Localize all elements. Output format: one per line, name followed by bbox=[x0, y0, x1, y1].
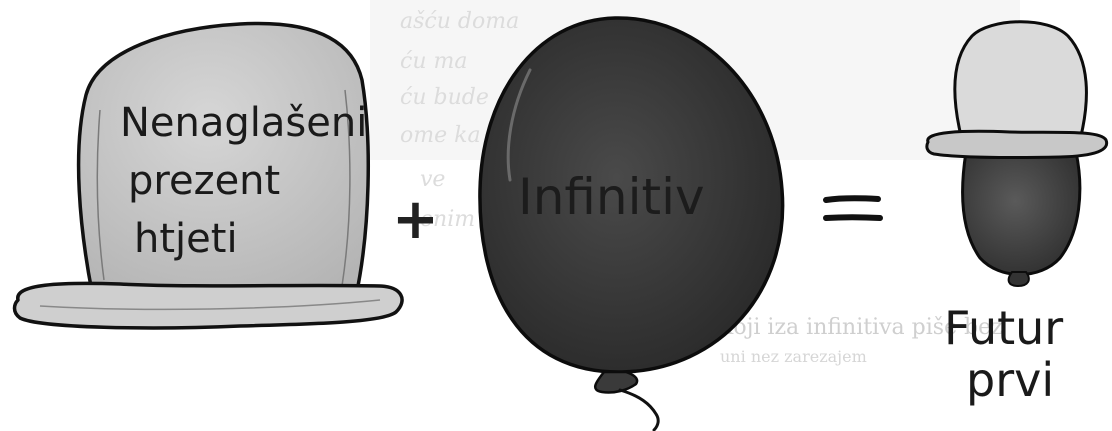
background-page-text: ašću doma ću ma ću bude ome ka ve enim k… bbox=[370, 0, 1020, 366]
background-line: enim bbox=[420, 207, 475, 232]
result-label-line-2: prvi bbox=[966, 353, 1054, 407]
hat-crown bbox=[76, 21, 370, 298]
top-hat-illustration: Nenaglašeni prezent htjeti bbox=[12, 21, 404, 330]
balloon-string bbox=[618, 388, 660, 431]
hat-brim bbox=[12, 281, 404, 330]
balloon-illustration: Infinitiv bbox=[478, 16, 785, 431]
background-line: koji iza infinitiva piše bez bbox=[720, 315, 1003, 340]
small-hat-crown bbox=[953, 20, 1088, 142]
hat-on-balloon-illustration: Futur prvi bbox=[925, 20, 1109, 407]
hat-text-line-1: Nenaglašeni bbox=[120, 100, 367, 146]
background-line: ću ma bbox=[400, 49, 467, 74]
result-label-line-1: Futur bbox=[944, 301, 1063, 355]
background-line: ću bude bbox=[400, 85, 489, 110]
background-line: uni nez zarezajem bbox=[720, 347, 867, 366]
small-hat-brim bbox=[925, 129, 1109, 160]
background-line: ašću doma bbox=[400, 9, 519, 34]
equals-sign-text: = bbox=[0, 0, 1, 1]
equals-sign: = bbox=[0, 0, 883, 221]
balloon-knot bbox=[594, 370, 639, 394]
small-balloon-body bbox=[961, 150, 1082, 276]
background-line: ve bbox=[420, 167, 445, 192]
plus-sign: + bbox=[392, 187, 439, 252]
hat-text-line-2: prezent bbox=[128, 158, 280, 204]
hat-text-line-3: htjeti bbox=[134, 216, 238, 262]
balloon-label: Infinitiv bbox=[518, 168, 705, 226]
background-line: ome ka bbox=[400, 123, 481, 148]
